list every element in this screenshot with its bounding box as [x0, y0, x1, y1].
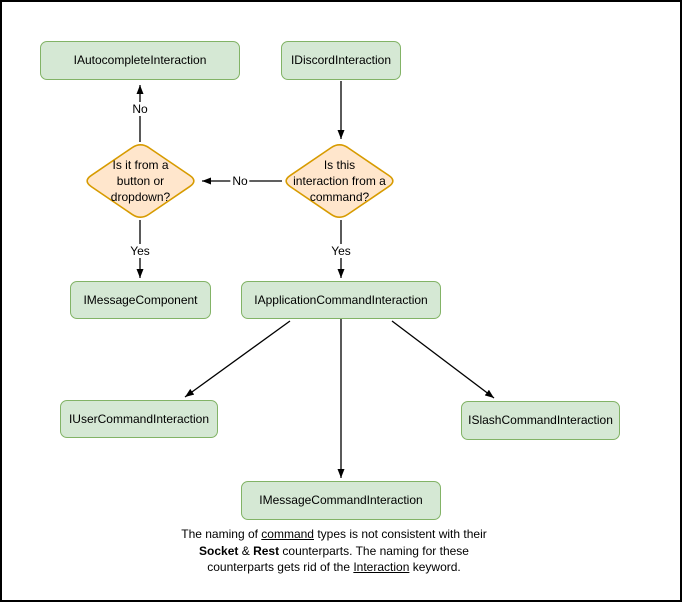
- decision-line: command?: [309, 190, 370, 204]
- caption-note: The naming of command types is not consi…: [134, 526, 534, 576]
- decision-line: Is it from a: [112, 158, 169, 172]
- decision-button-dropdown-shape: [86, 144, 195, 218]
- node-autocomplete-interaction: IAutocompleteInteraction: [40, 41, 240, 80]
- decision-from-command-shape: [285, 144, 394, 218]
- caption-underline-command: command: [261, 527, 314, 541]
- node-label: IMessageComponent: [83, 292, 198, 307]
- decision-button-dropdown-label: Is it from a button or dropdown?: [83, 142, 198, 220]
- arrow-application-to-slash-command: [391, 320, 495, 399]
- caption-bold-rest: Rest: [253, 543, 280, 558]
- node-slash-command-interaction: ISlashCommandInteraction: [461, 401, 620, 440]
- edge-label-no-top: No: [130, 102, 150, 116]
- decision-line: dropdown?: [110, 190, 171, 204]
- node-label: ISlashCommandInteraction: [468, 413, 613, 427]
- edge-label-yes-left: Yes: [128, 244, 152, 258]
- edge-label-yes-right: Yes: [329, 244, 353, 258]
- node-label: IUserCommandInteraction: [68, 411, 210, 426]
- caption-bold-socket: Socket: [199, 543, 239, 558]
- decision-line: interaction from a: [293, 174, 386, 188]
- node-application-command-interaction: IApplicationCommandInteraction: [241, 281, 441, 319]
- node-user-command-interaction: IUserCommandInteraction: [60, 400, 218, 438]
- caption-line-3: counterparts gets rid of the Interaction…: [207, 560, 461, 574]
- edge-label-no-middle: No: [230, 174, 250, 188]
- node-label: IAutocompleteInteraction: [73, 53, 207, 67]
- caption-underline-interaction: Interaction: [353, 560, 410, 574]
- decision-line: Is this: [323, 158, 356, 172]
- node-label: IDiscordInteraction: [290, 53, 392, 67]
- arrow-application-to-user-command: [184, 320, 291, 398]
- caption-line-2: Socket & Rest counterparts. The naming f…: [199, 543, 469, 558]
- node-message-component: IMessageComponent: [70, 281, 211, 319]
- node-label: IMessageCommandInteraction: [259, 493, 423, 507]
- node-discord-interaction: IDiscordInteraction: [281, 41, 401, 80]
- caption-line-1: The naming of command types is not consi…: [181, 527, 487, 541]
- node-message-command-interaction: IMessageCommandInteraction: [241, 481, 441, 520]
- decision-from-command-label: Is this interaction from a command?: [282, 142, 397, 220]
- node-label: IApplicationCommandInteraction: [254, 292, 428, 307]
- decision-line: button or: [116, 174, 165, 188]
